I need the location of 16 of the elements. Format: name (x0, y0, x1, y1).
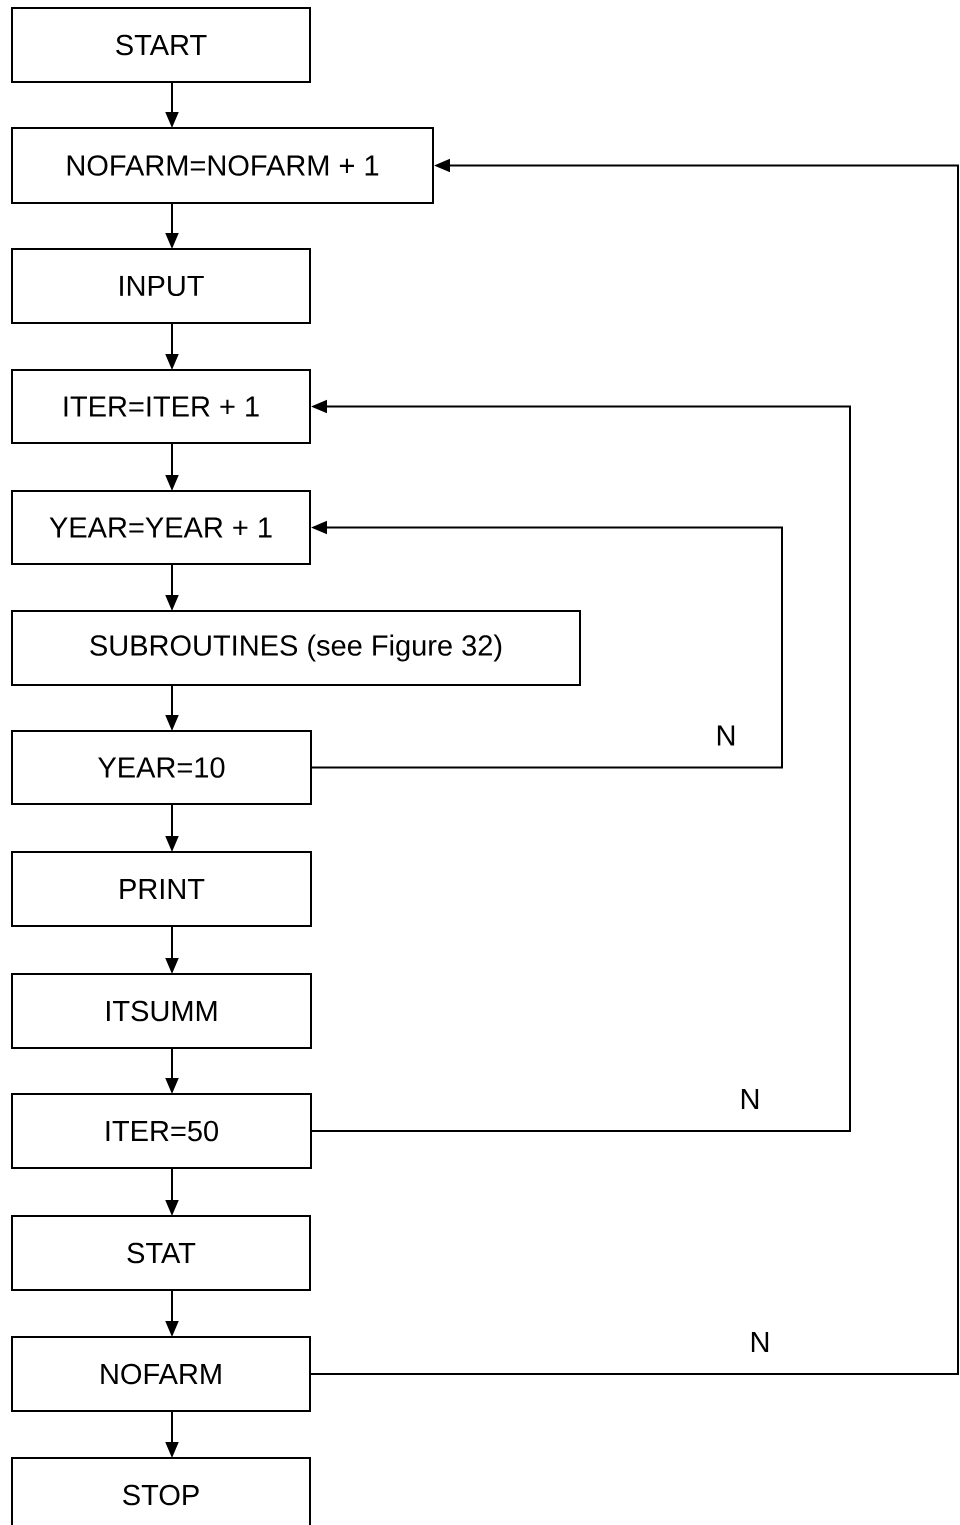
process-box: PRINT (11, 851, 312, 927)
process-box: STOP (11, 1457, 311, 1525)
edge-label: N (714, 724, 738, 747)
process-box: ITER=ITER + 1 (11, 369, 311, 444)
process-box: NOFARM (11, 1336, 311, 1412)
process-box: INPUT (11, 248, 311, 324)
process-box: YEAR=YEAR + 1 (11, 490, 311, 565)
process-box: STAT (11, 1215, 311, 1291)
process-box: ITER=50 (11, 1093, 312, 1169)
process-box: SUBROUTINES (see Figure 32) (11, 610, 581, 686)
process-box: ITSUMM (11, 973, 312, 1049)
edge-label: N (738, 1088, 762, 1110)
edge-label: N (748, 1331, 772, 1353)
process-box: START (11, 7, 311, 83)
process-box: NOFARM=NOFARM + 1 (11, 127, 434, 204)
process-box: YEAR=10 (11, 730, 312, 805)
